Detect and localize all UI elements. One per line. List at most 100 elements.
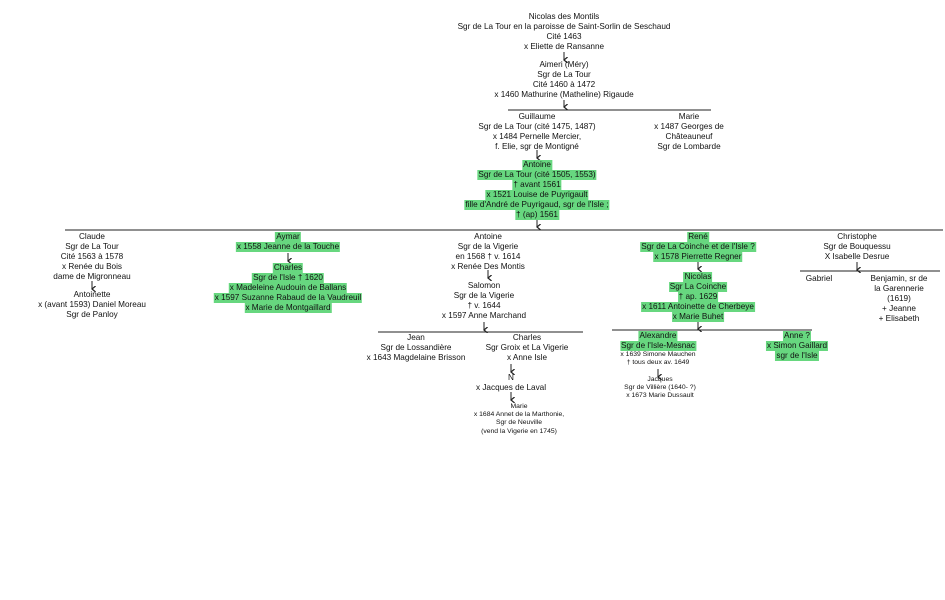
node-line: Sgr de Villière (1640- ?) [624, 384, 696, 392]
node-line: Alexandre [638, 331, 678, 341]
node-line: Sgr de la Vigerie [453, 291, 515, 300]
node-line: x Madeleine Audouin de Ballans [228, 283, 348, 293]
node-line: Benjamin, sr de [870, 274, 928, 283]
node-line: † avant 1561 [512, 180, 562, 190]
node-line: Sgr de Lossandière [380, 343, 452, 352]
node-line: Châteauneuf [665, 132, 713, 141]
node-line: Antoinette [73, 290, 111, 299]
node-line: † tous deux av. 1649 [626, 359, 690, 367]
node-line: x Renée Des Montis [451, 262, 525, 271]
node-line: † v. 1644 [467, 301, 501, 310]
node-line: dame de Migronneau [53, 272, 131, 281]
node-line: x 1611 Antoinette de Cherbeye [641, 302, 755, 312]
node-line: (1619) [887, 294, 911, 303]
node-line: sgr de l'Isle [775, 351, 819, 361]
node-line: x 1558 Jeanne de la Touche [235, 242, 341, 252]
node-line: Sgr La Coinche [668, 282, 728, 292]
node-line: Nicolas des Montils [528, 12, 600, 21]
node-line: x 1643 Magdelaine Brisson [366, 353, 466, 362]
node-line: + Elisabeth [878, 314, 920, 323]
node-line: en 1568 † v. 1614 [455, 252, 521, 261]
node-line: Charles [272, 263, 304, 273]
node-line: Aymar [275, 232, 301, 242]
node-line: Sgr de La Tour (cité 1475, 1487) [478, 122, 596, 131]
node-line: x 1484 Pernelle Mercier, [492, 132, 582, 141]
node-line: + Jeanne [882, 304, 916, 313]
node-line: Sgr de l'Isle-Mesnac [620, 341, 696, 351]
node-line: x Eliette de Ransanne [523, 42, 605, 51]
node-line: Antoine [522, 160, 552, 170]
node-line: Sgr de Neuville [495, 419, 543, 427]
node-line: x Anne Isle [506, 353, 548, 362]
node-line: Jacques [647, 376, 673, 383]
node-line: Cité 1463 [546, 32, 582, 41]
node-line: Claude [79, 232, 105, 241]
node-line: Salomon [467, 281, 501, 290]
node-line: Gabriel [805, 274, 833, 283]
node-line: Guillaume [518, 112, 556, 121]
node-line: N [508, 373, 514, 382]
node-line: x Simon Gaillard [765, 341, 829, 351]
node-line: Christophe [837, 232, 877, 241]
node-line: † (ap) 1561 [515, 210, 559, 220]
node-line: Sgr de l'Isle † 1620 [252, 273, 324, 283]
node-line: x 1684 Annet de la Marthonie, [473, 411, 565, 419]
node-line: Sgr de La Tour [537, 70, 591, 79]
node-line: x 1597 Anne Marchand [441, 311, 527, 320]
node-line: † ap. 1629 [677, 292, 719, 302]
node-line: Sgr de Bouquessu [823, 242, 891, 251]
node-line: x 1487 Georges de [654, 122, 724, 131]
node-line: Cité 1563 à 1578 [60, 252, 124, 261]
node-line: Anne ? [783, 331, 811, 341]
node-line: x 1578 Pierrette Regner [653, 252, 743, 262]
node-line: Jean [407, 333, 425, 342]
node-line: René [687, 232, 709, 242]
node-line: X Isabelle Desrue [824, 252, 890, 261]
node-line: x 1597 Suzanne Rabaud de la Vaudreuil [213, 293, 363, 303]
node-line: Sgr de la Vigerie [457, 242, 519, 251]
node-line: Marie [510, 403, 528, 410]
node-line: x 1460 Mathurine (Matheline) Rigaude [494, 90, 634, 99]
node-line: x Jacques de Laval [475, 383, 547, 392]
node-line: Sgr Groix et La Vigerie [485, 343, 569, 352]
node-line: Cité 1460 à 1472 [532, 80, 596, 89]
node-line: la Garennerie [874, 284, 924, 293]
node-line: x 1521 Louise de Puyrigault [485, 190, 589, 200]
node-line: Sgr de Panloy [66, 310, 118, 319]
node-line: x Marie Buhet [671, 312, 725, 322]
node-line: Sgr de La Coinche et de l'Isle ? [640, 242, 756, 252]
node-line: x Marie de Montgaillard [244, 303, 332, 313]
node-line: Marie [678, 112, 700, 121]
node-line: x Renée du Bois [61, 262, 123, 271]
node-line: f. Elie, sgr de Montigné [495, 142, 579, 151]
node-line: Sgr de La Tour (cité 1505, 1553) [477, 170, 597, 180]
node-line: Nicolas [683, 272, 713, 282]
node-line: Charles [512, 333, 542, 342]
node-line: (vend la Vigerie en 1745) [481, 427, 557, 435]
node-line: Sgr de Lombarde [657, 142, 721, 151]
